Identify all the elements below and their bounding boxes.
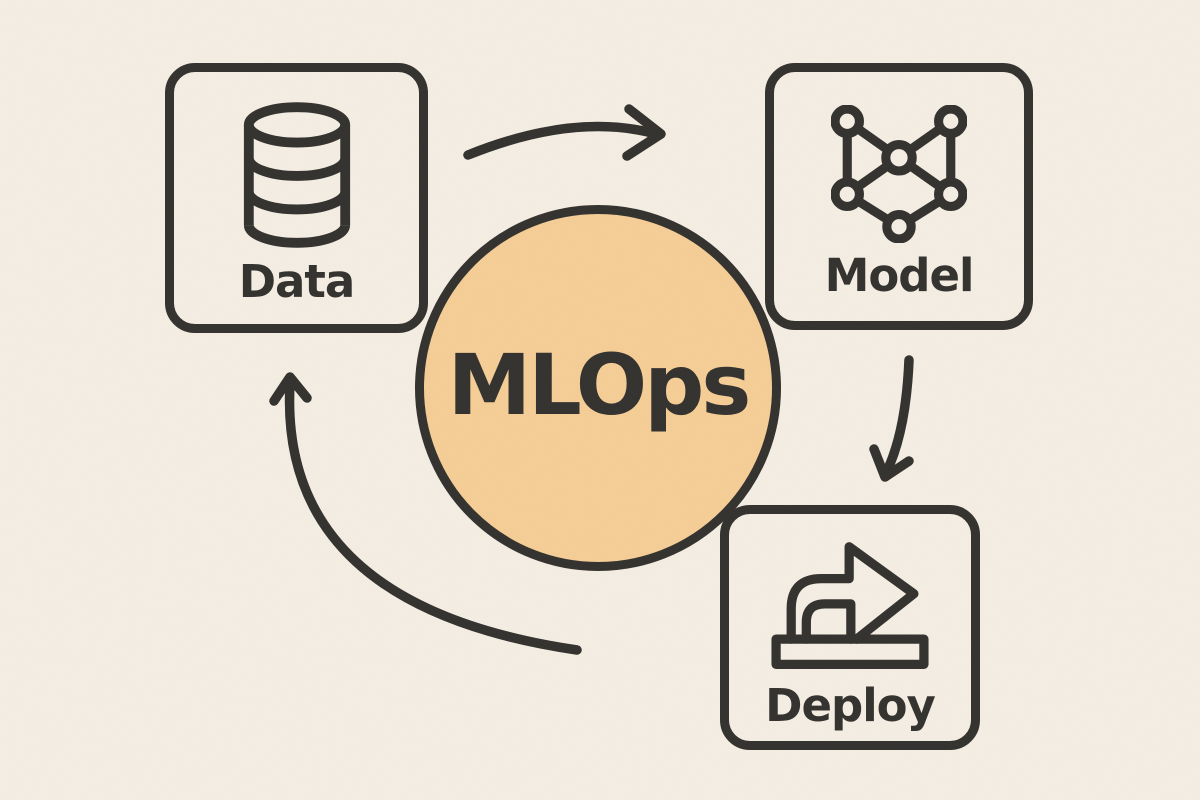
deploy-arrow-icon <box>771 542 929 669</box>
node-deploy: Deploy <box>720 505 980 750</box>
node-deploy-label: Deploy <box>765 679 936 732</box>
node-data-label: Data <box>238 254 356 308</box>
node-model: Model <box>765 63 1033 330</box>
center-label: MLOps <box>447 336 752 434</box>
neural-network-icon <box>831 105 967 243</box>
node-model-label: Model <box>824 249 975 302</box>
database-icon <box>243 101 350 248</box>
arrow-model-to-deploy <box>869 355 914 482</box>
node-data: Data <box>165 63 428 333</box>
arrow-data-to-model <box>463 104 666 161</box>
